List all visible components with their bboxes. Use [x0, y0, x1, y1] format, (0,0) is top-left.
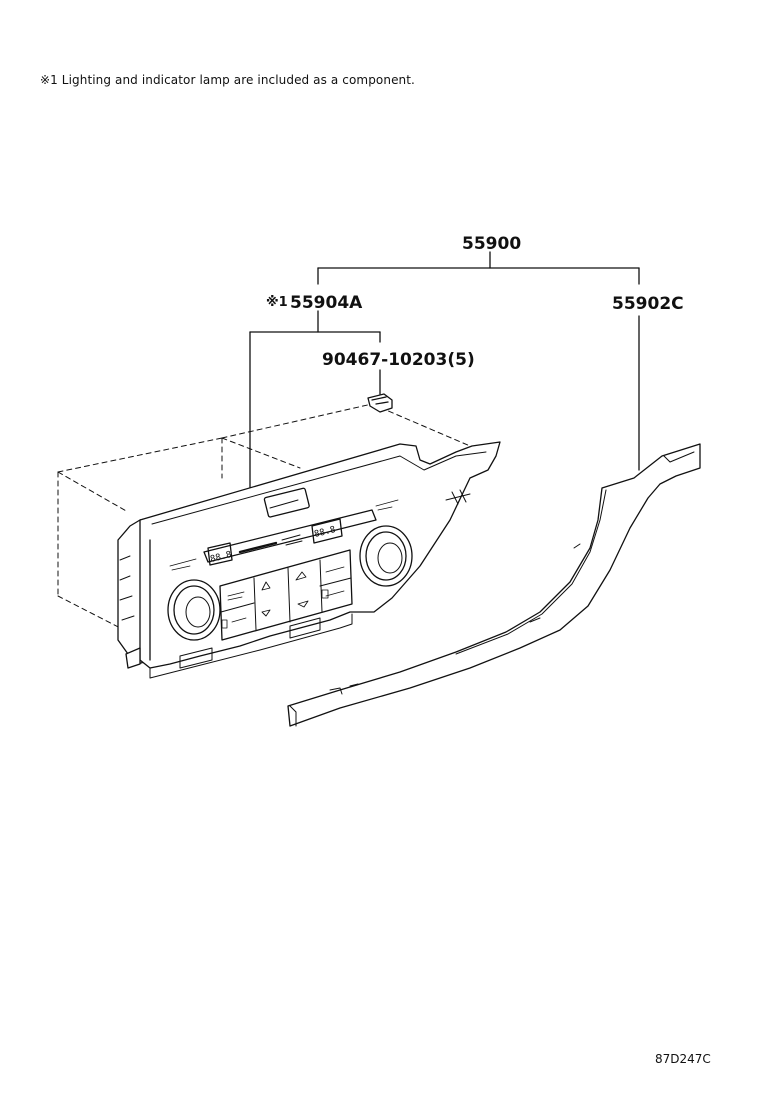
callout-55902C: 55902C — [612, 294, 684, 314]
lower-cover-part — [287, 443, 701, 727]
diagram-code: 87D247C — [655, 1052, 711, 1066]
leader-lines — [249, 251, 640, 493]
component-note: ※1 Lighting and indicator lamp are inclu… — [40, 73, 415, 87]
install-envelope-dashed — [57, 403, 471, 633]
callout-55904A: 55904A — [290, 293, 363, 313]
callout-90467-10203: 90467-10203(5) — [322, 350, 475, 370]
control-panel-part — [117, 441, 501, 679]
callout-55900: 55900 — [462, 234, 521, 254]
callout-mark-1: ※1 — [266, 295, 288, 310]
screw-clip-part — [367, 393, 393, 413]
